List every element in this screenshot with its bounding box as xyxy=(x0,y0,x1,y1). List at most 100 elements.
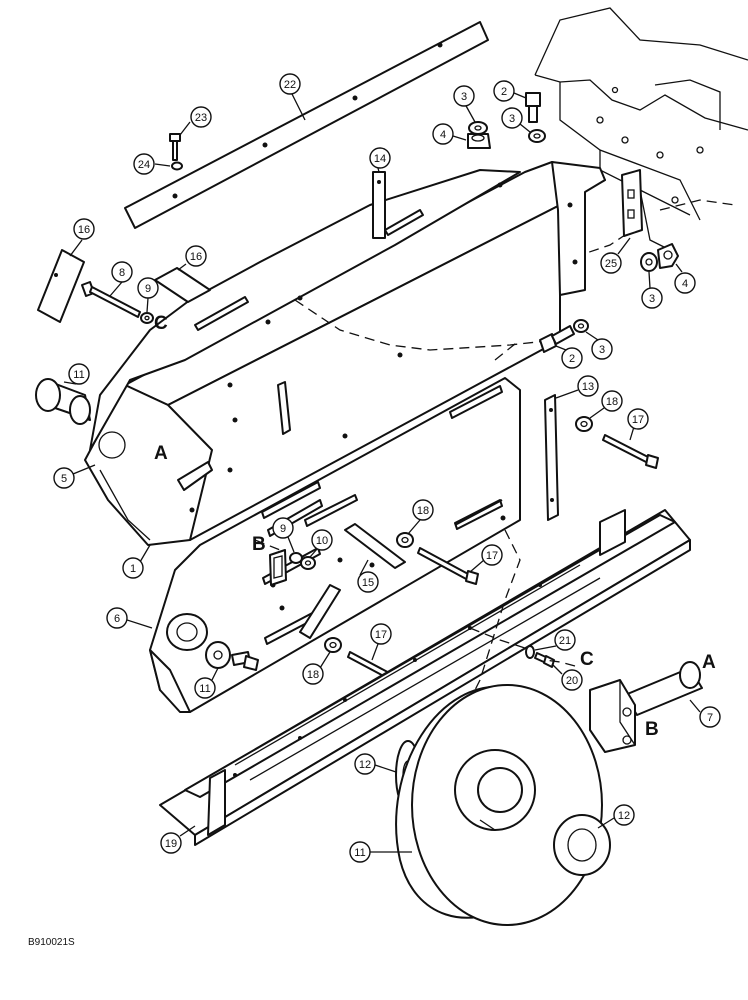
callout-3-b xyxy=(501,107,523,129)
svg-text:11: 11 xyxy=(354,847,365,859)
callout-24 xyxy=(133,153,155,175)
svg-text:24: 24 xyxy=(138,159,150,171)
svg-text:16: 16 xyxy=(78,224,90,236)
svg-text:23: 23 xyxy=(195,112,207,124)
svg-text:3: 3 xyxy=(599,344,605,356)
svg-text:11: 11 xyxy=(73,369,84,381)
svg-text:5: 5 xyxy=(61,473,67,485)
callout-17-b xyxy=(481,544,503,566)
nut-4-right xyxy=(657,243,679,269)
callout-18-c xyxy=(302,663,324,685)
svg-text:20: 20 xyxy=(566,675,578,687)
callout-10 xyxy=(311,529,333,551)
callout-9-a xyxy=(137,277,159,299)
callout-22 xyxy=(279,73,301,95)
callout-4-b xyxy=(674,272,696,294)
svg-text:1: 1 xyxy=(130,563,136,575)
strap-13 xyxy=(544,394,559,521)
svg-text:12: 12 xyxy=(618,810,630,822)
channel-frame-1 xyxy=(84,161,606,546)
callout-11-a xyxy=(68,363,90,385)
svg-text:15: 15 xyxy=(362,577,374,589)
callout-16-a xyxy=(73,218,95,240)
svg-text:8: 8 xyxy=(119,267,125,279)
long-bolt-17-middle xyxy=(417,547,479,585)
clamp-plate-15-upper xyxy=(344,523,406,569)
svg-text:3: 3 xyxy=(649,293,655,305)
callout-9-b xyxy=(272,517,294,539)
small-bolt-23 xyxy=(169,133,181,161)
svg-text:2: 2 xyxy=(501,86,507,98)
callout-3-d xyxy=(591,338,613,360)
callout-11-c xyxy=(349,841,371,863)
callout-13 xyxy=(577,375,599,397)
tension-cylinder-7 xyxy=(589,661,703,753)
letter-a-cylinder: A xyxy=(702,652,716,673)
svg-text:10: 10 xyxy=(316,535,328,547)
strap-14 xyxy=(372,171,386,239)
callout-16-b xyxy=(185,245,207,267)
callout-21 xyxy=(554,629,576,651)
alignment-line xyxy=(469,529,521,701)
rail-19 xyxy=(159,509,691,846)
callout-1 xyxy=(122,557,144,579)
washer-3-lower xyxy=(573,319,589,333)
slot-insert xyxy=(269,549,287,586)
alignment-line xyxy=(494,339,521,361)
svg-text:14: 14 xyxy=(374,153,386,165)
nut-18-upper xyxy=(575,416,593,432)
svg-text:21: 21 xyxy=(559,635,571,647)
svg-text:18: 18 xyxy=(606,396,618,408)
nut-4-upper xyxy=(467,133,491,149)
callout-14 xyxy=(369,147,391,169)
idler-wheel-11 xyxy=(395,684,603,926)
letter-c-upper: C xyxy=(154,313,168,334)
washer-3-upper-right xyxy=(528,129,546,143)
alignment-line xyxy=(469,627,526,649)
long-bolt-8 xyxy=(81,281,141,318)
wear-plate-16-right xyxy=(154,267,211,303)
callout-23 xyxy=(190,106,212,128)
callout-6 xyxy=(106,607,128,629)
strip-plate-22 xyxy=(124,21,489,229)
letter-b-plate: B xyxy=(252,534,266,555)
callout-25 xyxy=(600,252,622,274)
figure-code: B910021S xyxy=(28,937,75,948)
callout-17-a xyxy=(627,408,649,430)
svg-text:3: 3 xyxy=(461,91,467,103)
spacer-12-right xyxy=(553,814,611,876)
callout-7 xyxy=(699,706,721,728)
svg-text:11: 11 xyxy=(199,683,210,695)
svg-text:2: 2 xyxy=(569,353,575,365)
washer-11-lower xyxy=(205,641,231,669)
svg-text:9: 9 xyxy=(280,523,286,535)
callout-3-c xyxy=(641,287,663,309)
svg-text:12: 12 xyxy=(359,759,371,771)
long-bolt-17-upper xyxy=(602,434,659,469)
callout-12-a xyxy=(354,753,376,775)
svg-text:4: 4 xyxy=(440,129,446,141)
svg-text:7: 7 xyxy=(707,712,713,724)
washer-3-right xyxy=(640,252,658,272)
svg-text:6: 6 xyxy=(114,613,120,625)
bolt-20 xyxy=(534,652,555,668)
svg-text:19: 19 xyxy=(165,838,177,850)
svg-text:17: 17 xyxy=(486,550,498,562)
svg-text:13: 13 xyxy=(582,381,594,393)
machine-frame xyxy=(534,7,748,263)
wear-plate-16-left xyxy=(37,249,85,323)
bolt-2-upper xyxy=(525,92,541,123)
svg-text:22: 22 xyxy=(284,79,296,91)
callout-15 xyxy=(357,571,379,593)
washer-9-upper xyxy=(140,312,154,324)
letter-a-frame: A xyxy=(154,443,168,464)
reference-letters: A C B C A B xyxy=(154,313,716,740)
nut-18-lower xyxy=(324,637,342,653)
small-nut-24 xyxy=(171,161,183,171)
svg-text:17: 17 xyxy=(375,629,387,641)
svg-text:25: 25 xyxy=(605,258,617,270)
letter-c-lower: C xyxy=(580,649,594,670)
nut-18-middle xyxy=(396,532,414,548)
callouts: 22 23 24 14 3 4 2 3 16 16 xyxy=(53,73,721,863)
